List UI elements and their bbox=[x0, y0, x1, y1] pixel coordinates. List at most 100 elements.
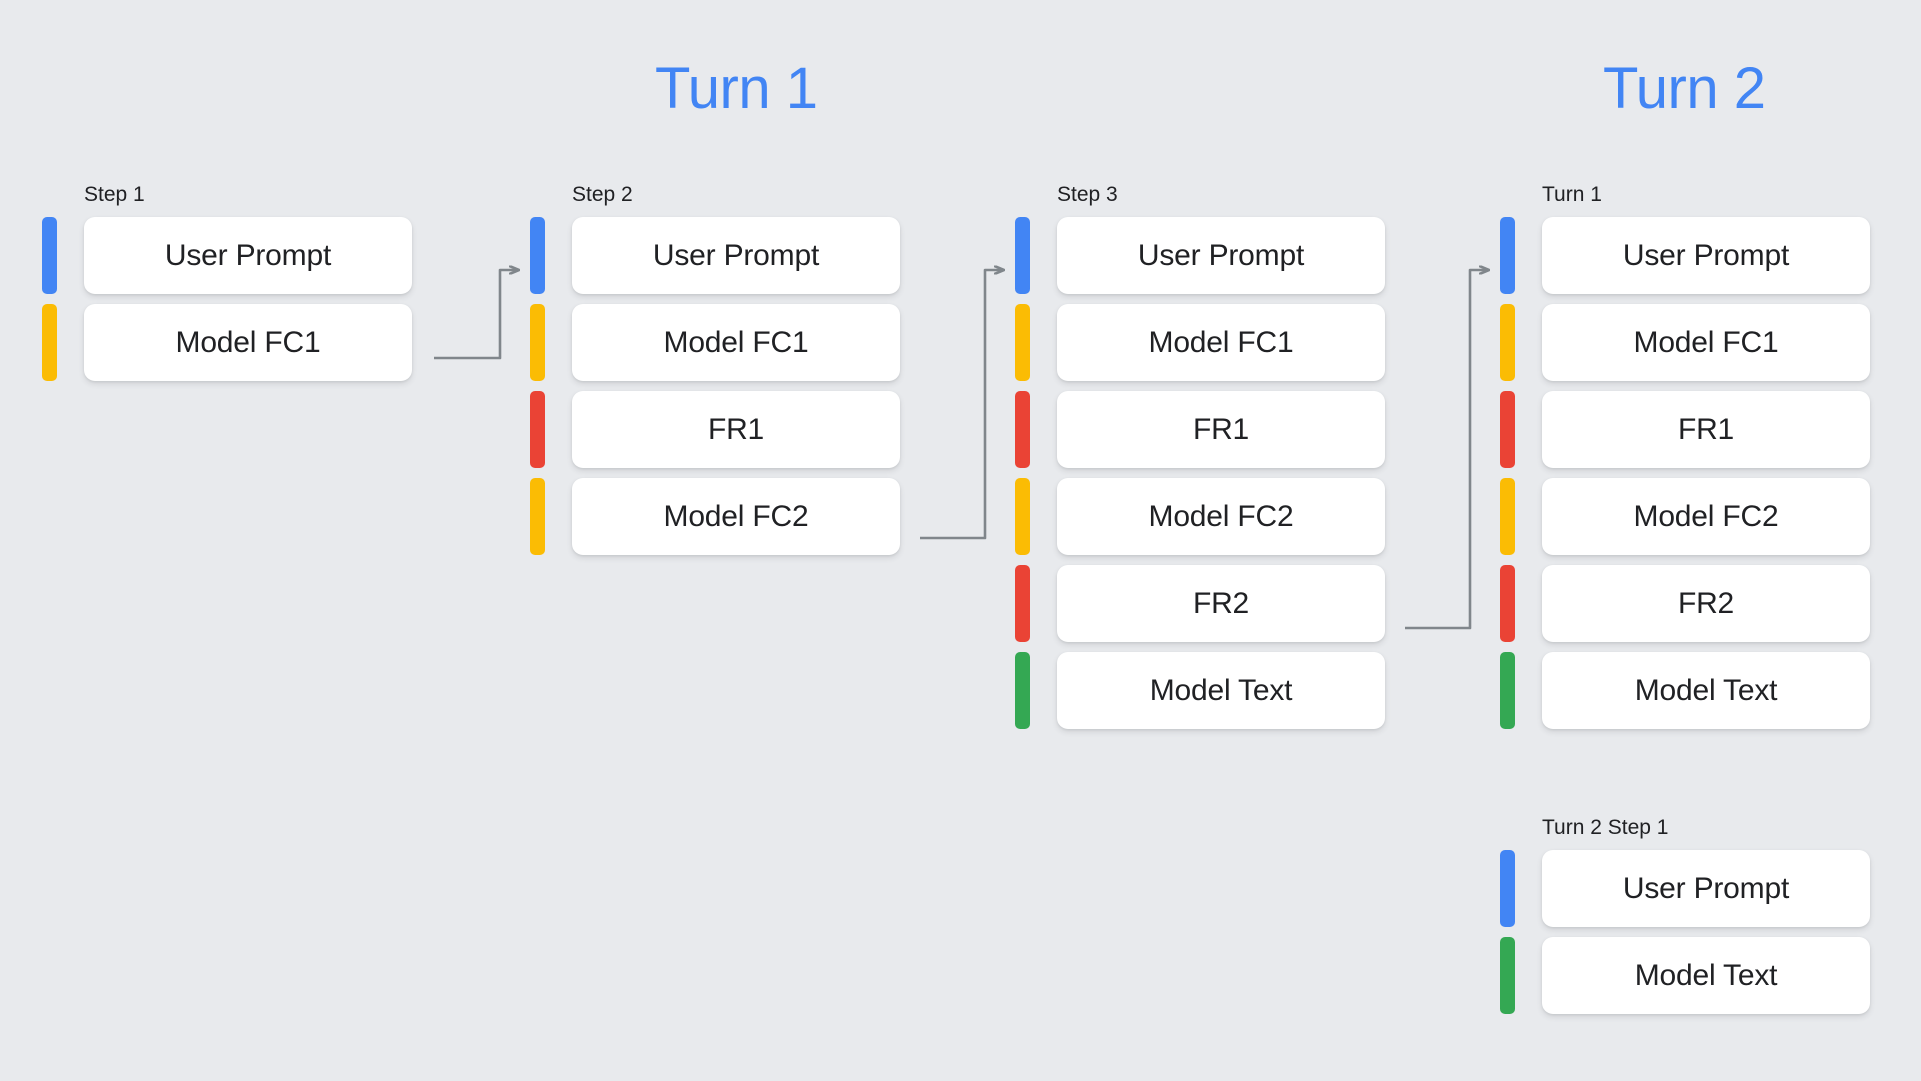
status-bar-yellow bbox=[530, 304, 545, 382]
row-card-label: Model FC2 bbox=[1148, 499, 1294, 533]
row-card-label: User Prompt bbox=[1622, 871, 1790, 905]
column-step-3: Step 3 User Prompt Model FC1 FR1 bbox=[1015, 182, 1385, 730]
column-step-1: Step 1 User Prompt Model FC1 bbox=[42, 182, 412, 382]
status-bar-blue bbox=[1500, 850, 1515, 928]
column-label-turn-2-step-1: Turn 2 Step 1 bbox=[1542, 816, 1669, 839]
status-bar-green bbox=[1500, 937, 1515, 1015]
column-label-step-1: Step 1 bbox=[84, 183, 145, 206]
row-card-label: Model Text bbox=[1634, 673, 1778, 707]
list-item[interactable]: Model FC1 bbox=[1015, 304, 1385, 382]
list-item[interactable]: FR2 bbox=[1500, 565, 1870, 643]
column-turn-1: Turn 1 User Prompt Model FC1 FR1 bbox=[1500, 182, 1870, 730]
row-card-label: Model FC1 bbox=[663, 325, 809, 359]
row-card[interactable]: User Prompt bbox=[84, 217, 412, 295]
list-item[interactable]: Model FC1 bbox=[42, 304, 412, 382]
status-bar-yellow bbox=[1015, 304, 1030, 382]
row-card-label: Model FC1 bbox=[175, 325, 321, 359]
row-list-turn-2-step-1: User Prompt Model Text bbox=[1500, 850, 1870, 1015]
row-card[interactable]: FR2 bbox=[1542, 565, 1870, 643]
row-card[interactable]: FR1 bbox=[1057, 391, 1385, 469]
status-bar-yellow bbox=[1500, 478, 1515, 556]
row-card[interactable]: Model FC1 bbox=[572, 304, 900, 382]
column-label-step-2: Step 2 bbox=[572, 183, 633, 206]
status-bar-green bbox=[1015, 652, 1030, 730]
list-item[interactable]: Model Text bbox=[1500, 652, 1870, 730]
status-bar-yellow bbox=[42, 304, 57, 382]
row-card[interactable]: Model FC2 bbox=[1542, 478, 1870, 556]
row-list-turn-1: User Prompt Model FC1 FR1 Model FC2 bbox=[1500, 217, 1870, 730]
row-card-label: Model FC2 bbox=[1633, 499, 1779, 533]
row-card[interactable]: Model Text bbox=[1057, 652, 1385, 730]
status-bar-blue bbox=[1500, 217, 1515, 295]
row-card[interactable]: FR2 bbox=[1057, 565, 1385, 643]
list-item[interactable]: User Prompt bbox=[1015, 217, 1385, 295]
row-card-label: User Prompt bbox=[652, 238, 820, 272]
row-card[interactable]: Model FC1 bbox=[1057, 304, 1385, 382]
list-item[interactable]: Model FC2 bbox=[1015, 478, 1385, 556]
status-bar-yellow bbox=[1015, 478, 1030, 556]
list-item[interactable]: Model Text bbox=[1500, 937, 1870, 1015]
status-bar-red bbox=[1500, 565, 1515, 643]
list-item[interactable]: FR1 bbox=[530, 391, 900, 469]
row-card-label: User Prompt bbox=[1137, 238, 1305, 272]
arrow-step3-to-turn1-icon bbox=[1405, 270, 1489, 630]
row-card[interactable]: User Prompt bbox=[1542, 850, 1870, 928]
list-item[interactable]: Model Text bbox=[1015, 652, 1385, 730]
list-item[interactable]: User Prompt bbox=[1500, 850, 1870, 928]
row-list-step-2: User Prompt Model FC1 FR1 Model FC2 bbox=[530, 217, 900, 556]
list-item[interactable]: Model FC1 bbox=[530, 304, 900, 382]
arrow-step2-to-step3-icon bbox=[920, 270, 1004, 540]
column-step-2: Step 2 User Prompt Model FC1 FR1 bbox=[530, 182, 900, 556]
row-card-label: User Prompt bbox=[164, 238, 332, 272]
row-list-step-3: User Prompt Model FC1 FR1 Model FC2 bbox=[1015, 217, 1385, 730]
row-card[interactable]: Model FC2 bbox=[572, 478, 900, 556]
list-item[interactable]: Model FC1 bbox=[1500, 304, 1870, 382]
row-card-label: FR1 bbox=[1677, 412, 1735, 446]
row-card[interactable]: Model Text bbox=[1542, 937, 1870, 1015]
row-card-label: FR2 bbox=[1192, 586, 1250, 620]
status-bar-red bbox=[1015, 391, 1030, 469]
list-item[interactable]: User Prompt bbox=[1500, 217, 1870, 295]
row-card-label: User Prompt bbox=[1622, 238, 1790, 272]
list-item[interactable]: FR1 bbox=[1500, 391, 1870, 469]
row-card[interactable]: User Prompt bbox=[1542, 217, 1870, 295]
list-item[interactable]: User Prompt bbox=[42, 217, 412, 295]
column-label-turn-1: Turn 1 bbox=[1542, 183, 1602, 206]
row-card-label: Model FC1 bbox=[1148, 325, 1294, 359]
list-item[interactable]: User Prompt bbox=[530, 217, 900, 295]
list-item[interactable]: FR2 bbox=[1015, 565, 1385, 643]
status-bar-yellow bbox=[530, 478, 545, 556]
row-card[interactable]: Model FC2 bbox=[1057, 478, 1385, 556]
status-bar-blue bbox=[42, 217, 57, 295]
row-list-step-1: User Prompt Model FC1 bbox=[42, 217, 412, 382]
row-card-label: FR2 bbox=[1677, 586, 1735, 620]
row-card[interactable]: Model FC1 bbox=[1542, 304, 1870, 382]
row-card-label: Model FC2 bbox=[663, 499, 809, 533]
row-card[interactable]: FR1 bbox=[1542, 391, 1870, 469]
status-bar-green bbox=[1500, 652, 1515, 730]
row-card-label: Model FC1 bbox=[1633, 325, 1779, 359]
list-item[interactable]: Model FC2 bbox=[1500, 478, 1870, 556]
row-card[interactable]: User Prompt bbox=[1057, 217, 1385, 295]
status-bar-red bbox=[530, 391, 545, 469]
status-bar-red bbox=[1500, 391, 1515, 469]
turn-1-heading: Turn 1 bbox=[655, 56, 818, 121]
column-turn-2-step-1: Turn 2 Step 1 User Prompt Model Text bbox=[1500, 815, 1870, 1015]
list-item[interactable]: FR1 bbox=[1015, 391, 1385, 469]
row-card-label: FR1 bbox=[1192, 412, 1250, 446]
row-card[interactable]: Model Text bbox=[1542, 652, 1870, 730]
row-card[interactable]: User Prompt bbox=[572, 217, 900, 295]
row-card[interactable]: FR1 bbox=[572, 391, 900, 469]
arrow-step1-to-step2-icon bbox=[434, 270, 519, 360]
status-bar-red bbox=[1015, 565, 1030, 643]
status-bar-blue bbox=[530, 217, 545, 295]
status-bar-blue bbox=[1015, 217, 1030, 295]
row-card-label: Model Text bbox=[1149, 673, 1293, 707]
row-card-label: Model Text bbox=[1634, 958, 1778, 992]
list-item[interactable]: Model FC2 bbox=[530, 478, 900, 556]
status-bar-yellow bbox=[1500, 304, 1515, 382]
column-label-step-3: Step 3 bbox=[1057, 183, 1118, 206]
row-card[interactable]: Model FC1 bbox=[84, 304, 412, 382]
row-card-label: FR1 bbox=[707, 412, 765, 446]
